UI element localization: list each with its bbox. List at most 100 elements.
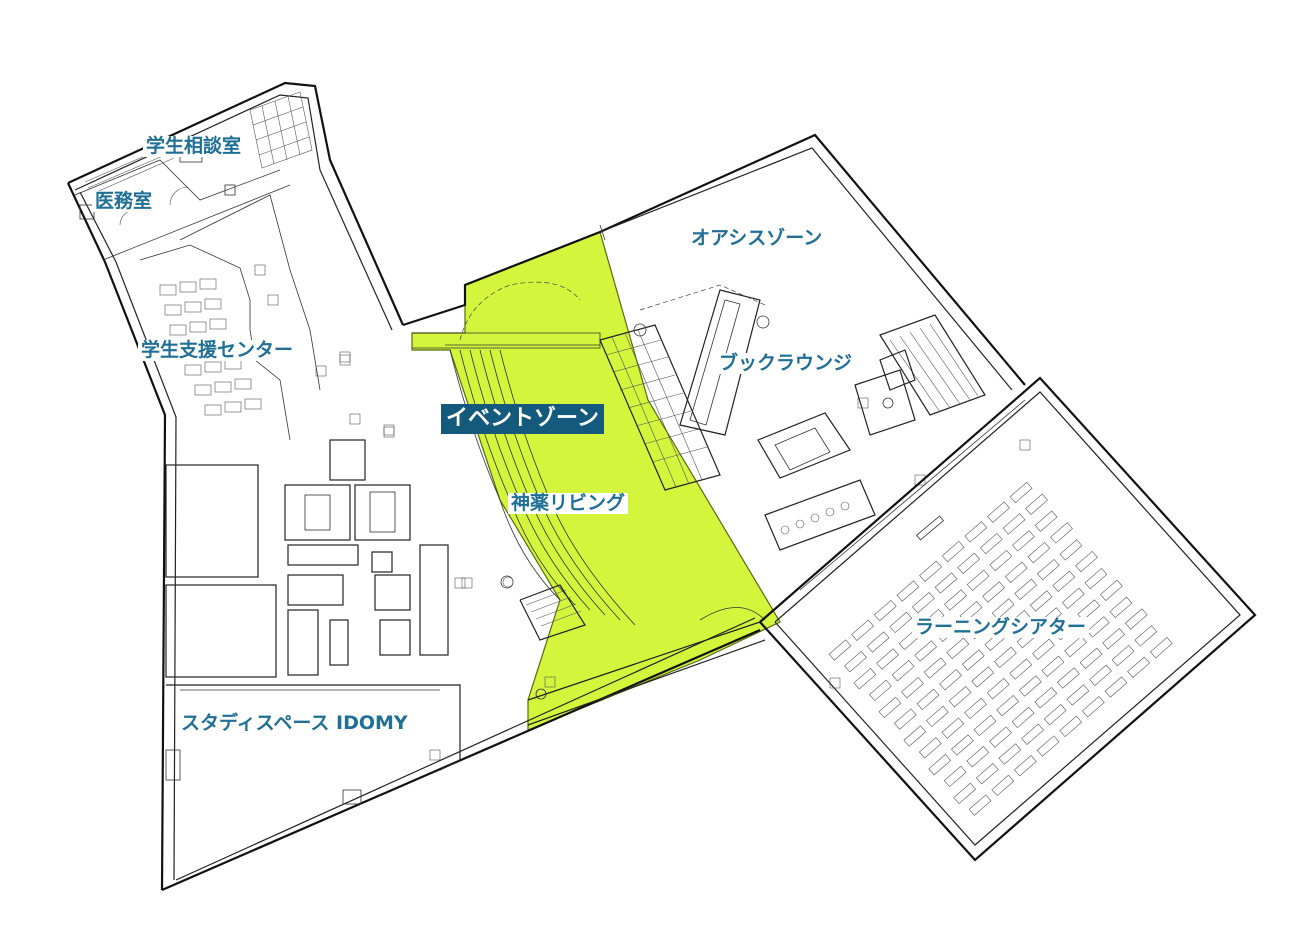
theater-desk xyxy=(1086,616,1110,638)
room-label-study-space: スタディスペース IDOMY xyxy=(178,713,411,734)
theater-desk xyxy=(1021,723,1044,745)
theater-desk xyxy=(903,725,927,747)
theater-desk xyxy=(1134,625,1158,647)
theater-desk xyxy=(916,688,940,711)
room-label-learning-theater: ラーニングシアター xyxy=(912,617,1090,638)
room-label-book-lounge: ブックラウンジ xyxy=(716,353,856,374)
theater-desk xyxy=(961,649,985,671)
theater-desk xyxy=(1100,579,1123,601)
theater-desk xyxy=(1041,655,1065,677)
theater-desk xyxy=(966,746,990,768)
stair-elevator-core xyxy=(757,314,1031,551)
learning-theater-walls xyxy=(759,376,1257,862)
oasis-zone-walls xyxy=(402,133,1026,391)
theater-desk xyxy=(975,763,999,785)
theater-desk xyxy=(1014,578,1038,600)
column-markers xyxy=(224,184,841,689)
theater-desk xyxy=(1111,644,1135,667)
theater-desk xyxy=(1050,522,1073,544)
theater-desk xyxy=(1032,638,1055,660)
theater-desk xyxy=(891,660,915,682)
theater-desk xyxy=(1124,608,1148,630)
event-zone-area xyxy=(411,231,781,731)
theater-desk xyxy=(1052,570,1076,592)
room-label-shinyaku-living: 神薬リビング xyxy=(508,493,629,514)
theater-desk xyxy=(1029,590,1053,612)
theater-desk xyxy=(944,589,967,611)
room-label-event-zone: イベントゾーン xyxy=(441,404,604,434)
theater-desk xyxy=(1043,704,1067,726)
theater-desk xyxy=(1149,637,1173,659)
theater-desk xyxy=(986,678,1010,700)
theater-desk xyxy=(1102,628,1126,650)
room-label-medical: 医務室 xyxy=(92,191,156,212)
theater-desk xyxy=(1036,558,1060,581)
theater-desk xyxy=(1009,481,1033,504)
theater-desk xyxy=(1025,493,1048,515)
theater-desk xyxy=(953,782,977,805)
theater-desk xyxy=(982,581,1005,603)
theater-desk xyxy=(878,696,902,719)
theater-desk xyxy=(946,637,970,659)
theater-desk xyxy=(998,743,1022,765)
theater-desk-rows xyxy=(828,481,1173,816)
theater-desk xyxy=(1009,658,1033,680)
theater-desk xyxy=(973,714,997,737)
theater-desk xyxy=(928,754,952,776)
theater-desk xyxy=(996,695,1019,717)
theater-desk xyxy=(971,666,995,688)
theater-desk xyxy=(889,611,913,634)
theater-desk xyxy=(989,726,1012,748)
theater-desk xyxy=(941,717,965,739)
theater-desk xyxy=(1084,567,1108,590)
service-core xyxy=(165,439,466,771)
theater-desk xyxy=(896,580,920,602)
theater-desk xyxy=(964,521,988,543)
theater-desk xyxy=(866,631,890,653)
theater-desk xyxy=(1075,550,1098,573)
theater-desk xyxy=(1034,510,1058,532)
theater-desk xyxy=(1089,664,1112,686)
theater-desk xyxy=(941,540,965,563)
theater-desk xyxy=(1014,755,1037,777)
theater-desk xyxy=(968,794,992,816)
theater-desk xyxy=(873,599,897,622)
support-center-desks xyxy=(139,194,395,441)
theater-desk xyxy=(1012,530,1035,552)
theater-desk xyxy=(1059,539,1083,561)
theater-desk xyxy=(1066,684,1090,706)
theater-desk xyxy=(948,686,972,708)
theater-desk xyxy=(1059,715,1083,738)
theater-desk xyxy=(1027,541,1051,564)
theater-desk xyxy=(994,646,1017,668)
theater-desk xyxy=(943,765,967,788)
theater-desk xyxy=(876,648,899,670)
theater-desk xyxy=(914,640,938,662)
theater-desk xyxy=(1002,513,1026,535)
theater-desk xyxy=(991,598,1015,620)
theater-desk xyxy=(1079,647,1103,669)
theater-desk xyxy=(979,532,1003,555)
theater-desk xyxy=(893,708,917,730)
theater-desk xyxy=(1004,561,1028,583)
theater-desk xyxy=(918,737,942,759)
theater-desk xyxy=(1034,687,1058,709)
theater-desk xyxy=(1018,675,1042,697)
theater-desk xyxy=(1127,656,1150,678)
theater-desk xyxy=(934,572,958,594)
theater-desk xyxy=(987,501,1010,523)
theater-desk xyxy=(939,669,962,691)
theater-desk xyxy=(1064,635,1087,658)
theater-desk xyxy=(1081,696,1105,718)
theater-desk xyxy=(1011,706,1035,729)
theater-desk xyxy=(919,560,942,582)
theater-desk xyxy=(1057,667,1080,689)
theater-desk xyxy=(1061,587,1085,609)
theater-desk xyxy=(991,774,1015,797)
west-wing-walls xyxy=(67,81,761,892)
theater-desk xyxy=(957,552,981,574)
theater-desk xyxy=(853,668,877,690)
theater-desk xyxy=(851,619,874,641)
room-label-oasis-zone: オアシスゾーン xyxy=(688,228,826,249)
